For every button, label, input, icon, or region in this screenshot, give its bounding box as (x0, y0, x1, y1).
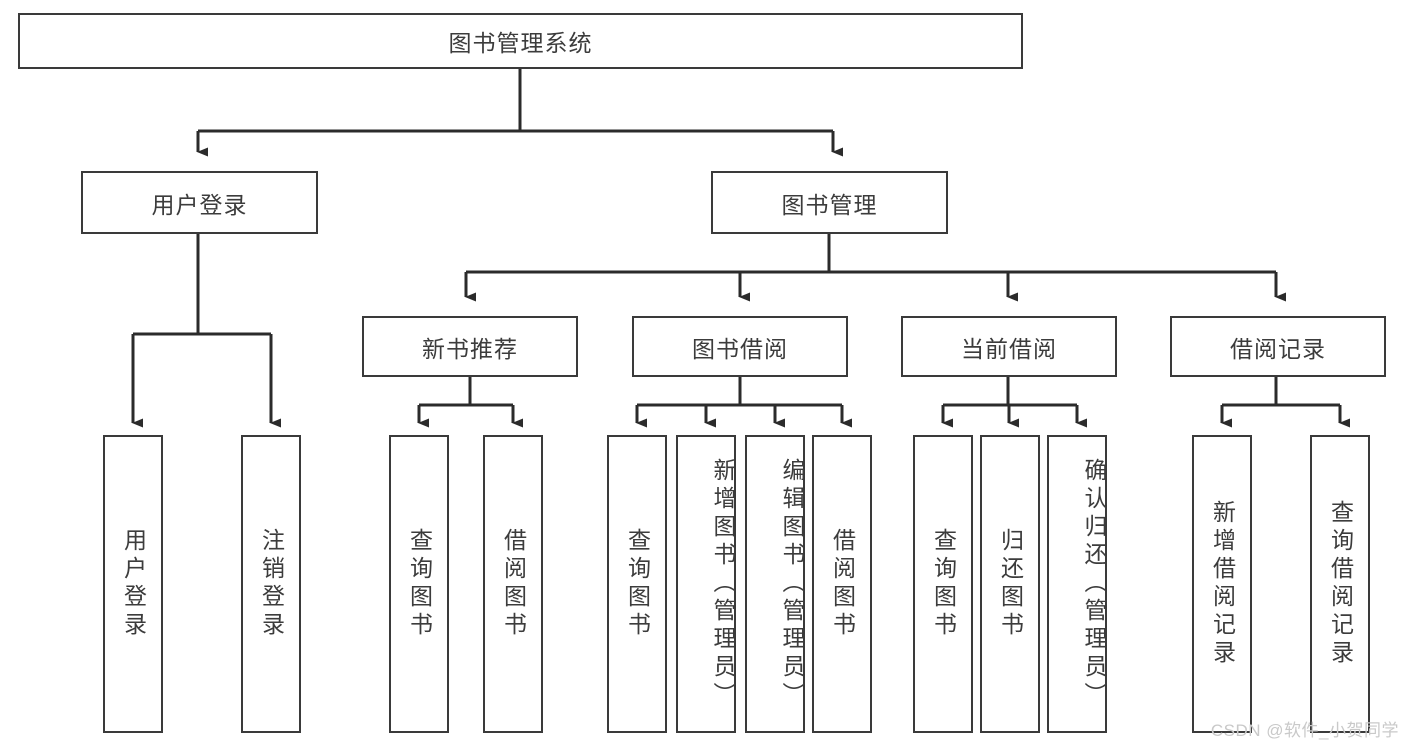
node-book-borrow[interactable]: 图书借阅 (632, 316, 848, 377)
node-current-borrow-label: 当前借阅 (961, 335, 1057, 362)
node-leaf-confirm-return[interactable]: 确认归还（管理员） (1047, 435, 1107, 733)
node-leaf-logout-label: 注销登录 (258, 528, 285, 640)
node-leaf-logout[interactable]: 注销登录 (241, 435, 301, 733)
node-leaf-borrow-book-recommend[interactable]: 借阅图书 (483, 435, 543, 733)
node-leaf-add-borrow-record[interactable]: 新增借阅记录 (1192, 435, 1252, 733)
csdn-watermark: CSDN @软件_小贺同学 (1210, 721, 1399, 740)
node-leaf-borrow-book-recommend-label: 借阅图书 (500, 528, 527, 640)
node-user-login-label: 用户登录 (151, 191, 248, 218)
node-current-borrow[interactable]: 当前借阅 (901, 316, 1117, 377)
node-leaf-query-book-borrow-label: 查询图书 (624, 528, 651, 640)
node-leaf-query-book-recommend[interactable]: 查询图书 (389, 435, 449, 733)
node-leaf-query-book-current[interactable]: 查询图书 (913, 435, 973, 733)
node-leaf-user-login[interactable]: 用户登录 (103, 435, 163, 733)
node-leaf-add-book[interactable]: 新增图书（管理员） (676, 435, 736, 733)
node-leaf-return-book-label: 归还图书 (997, 528, 1024, 640)
node-leaf-query-book-recommend-label: 查询图书 (406, 528, 433, 640)
node-book-management[interactable]: 图书管理 (711, 171, 948, 234)
node-leaf-user-login-label: 用户登录 (120, 528, 147, 640)
node-leaf-confirm-return-label: 确认归还（管理员） (1081, 458, 1107, 710)
node-leaf-borrow-book[interactable]: 借阅图书 (812, 435, 872, 733)
node-borrow-records[interactable]: 借阅记录 (1170, 316, 1386, 377)
node-book-management-label: 图书管理 (781, 191, 878, 218)
node-leaf-return-book[interactable]: 归还图书 (980, 435, 1040, 733)
node-new-book-recommend[interactable]: 新书推荐 (362, 316, 578, 377)
node-leaf-query-borrow-record-label: 查询借阅记录 (1327, 500, 1354, 668)
node-leaf-add-borrow-record-label: 新增借阅记录 (1209, 500, 1236, 668)
node-leaf-add-book-label: 新增图书（管理员） (710, 458, 736, 710)
node-book-borrow-label: 图书借阅 (692, 335, 788, 362)
node-leaf-borrow-book-label: 借阅图书 (829, 528, 856, 640)
node-root-label: 图书管理系统 (448, 30, 593, 56)
node-leaf-query-borrow-record[interactable]: 查询借阅记录 (1310, 435, 1370, 733)
node-leaf-query-book-current-label: 查询图书 (930, 528, 957, 640)
node-leaf-edit-book-label: 编辑图书（管理员） (779, 458, 805, 710)
node-leaf-edit-book[interactable]: 编辑图书（管理员） (745, 435, 805, 733)
node-leaf-query-book-borrow[interactable]: 查询图书 (607, 435, 667, 733)
node-user-login[interactable]: 用户登录 (81, 171, 318, 234)
node-root[interactable]: 图书管理系统 (18, 13, 1023, 69)
node-new-book-recommend-label: 新书推荐 (422, 335, 518, 362)
node-borrow-records-label: 借阅记录 (1230, 335, 1326, 362)
